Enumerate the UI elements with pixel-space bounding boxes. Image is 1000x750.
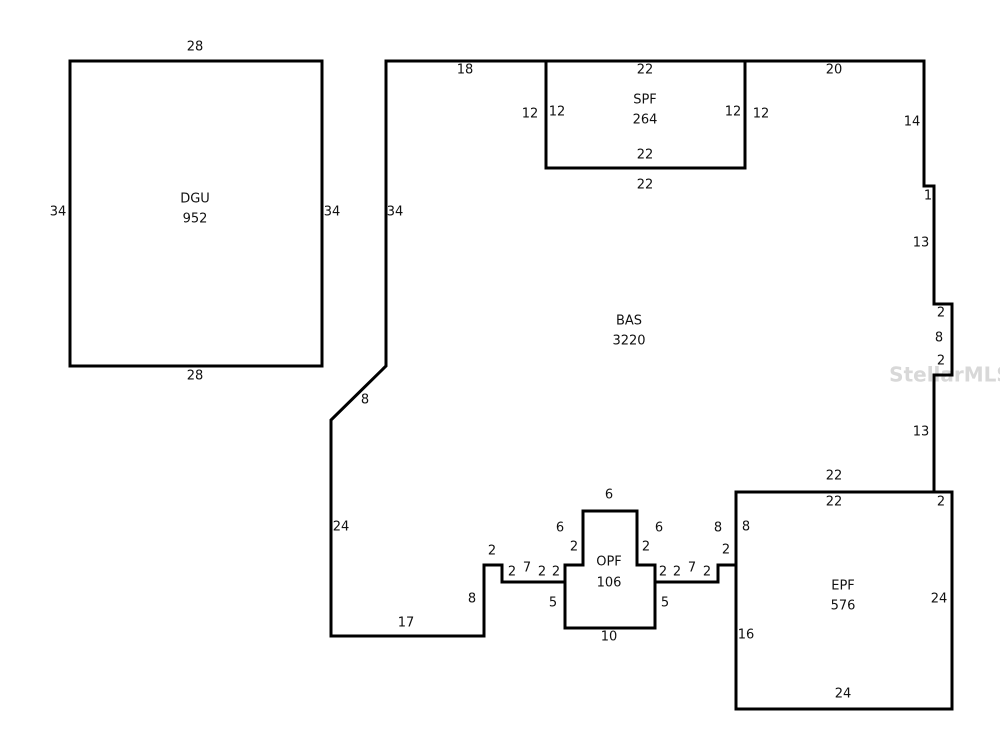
dim-label: 8 (714, 521, 722, 536)
dim-label: 2 (642, 540, 650, 555)
dim-label: 12 (522, 107, 539, 122)
dim-label: 2 (937, 495, 945, 510)
dim-label: 6 (655, 521, 663, 536)
dim-label: 34 (387, 205, 404, 220)
dim-label: 6 (605, 488, 613, 503)
dim-label: 2 (703, 565, 711, 580)
room-spf-code: SPF (633, 93, 657, 108)
dim-label: 10 (601, 630, 618, 645)
dim-label: 24 (333, 520, 350, 535)
room-dgu-outline (68, 59, 324, 368)
dim-label: 2 (570, 540, 578, 555)
room-opf-outline (563, 509, 657, 630)
dim-label: 8 (742, 520, 750, 535)
dim-label: 5 (661, 596, 669, 611)
dim-label: 8 (935, 331, 943, 346)
dim-label: 18 (457, 63, 474, 78)
dim-label: 17 (398, 616, 415, 631)
dim-label: 7 (688, 561, 696, 576)
dim-label: 2 (673, 565, 681, 580)
dim-label: 13 (913, 425, 930, 440)
dim-label: 2 (937, 306, 945, 321)
dim-label: 2 (937, 354, 945, 369)
dim-label: 24 (931, 592, 948, 607)
dim-label: 28 (187, 369, 204, 384)
dim-label: 1 (924, 189, 932, 204)
dim-label: 22 (826, 469, 843, 484)
room-spf-area: 264 (633, 113, 658, 128)
room-epf-outline (734, 490, 954, 711)
room-dgu-area: 952 (183, 212, 208, 227)
dim-label: 14 (904, 115, 921, 130)
dim-label: 2 (722, 543, 730, 558)
dim-label: 2 (508, 565, 516, 580)
room-opf-area: 106 (597, 576, 622, 591)
dim-label: 22 (637, 63, 654, 78)
dim-label: 12 (753, 107, 770, 122)
dim-label: 24 (835, 687, 852, 702)
dim-label: 22 (826, 495, 843, 510)
dim-label: 28 (187, 40, 204, 55)
dim-label: 20 (826, 63, 843, 78)
dim-label: 22 (637, 178, 654, 193)
dim-label: 5 (549, 596, 557, 611)
dim-label: 34 (324, 205, 341, 220)
room-opf-code: OPF (596, 555, 622, 570)
dim-label: 2 (538, 565, 546, 580)
dim-label: 16 (738, 628, 755, 643)
dim-label: 8 (361, 393, 369, 408)
room-bas-area: 3220 (612, 334, 645, 349)
dim-label: 2 (659, 565, 667, 580)
room-epf-area: 576 (831, 599, 856, 614)
dim-label: 2 (552, 565, 560, 580)
dim-label: 13 (913, 236, 930, 251)
room-dgu-code: DGU (180, 192, 210, 207)
dim-label: 22 (637, 148, 654, 163)
room-spf-outline (544, 59, 747, 170)
room-bas-code: BAS (616, 314, 642, 329)
dim-label: 12 (725, 105, 742, 120)
dim-label: 6 (556, 521, 564, 536)
dim-label: 8 (468, 592, 476, 607)
dim-label: 7 (523, 561, 531, 576)
dim-label: 12 (549, 105, 566, 120)
dim-label: 34 (50, 205, 67, 220)
room-epf-code: EPF (831, 579, 855, 594)
dim-label: 2 (488, 544, 496, 559)
